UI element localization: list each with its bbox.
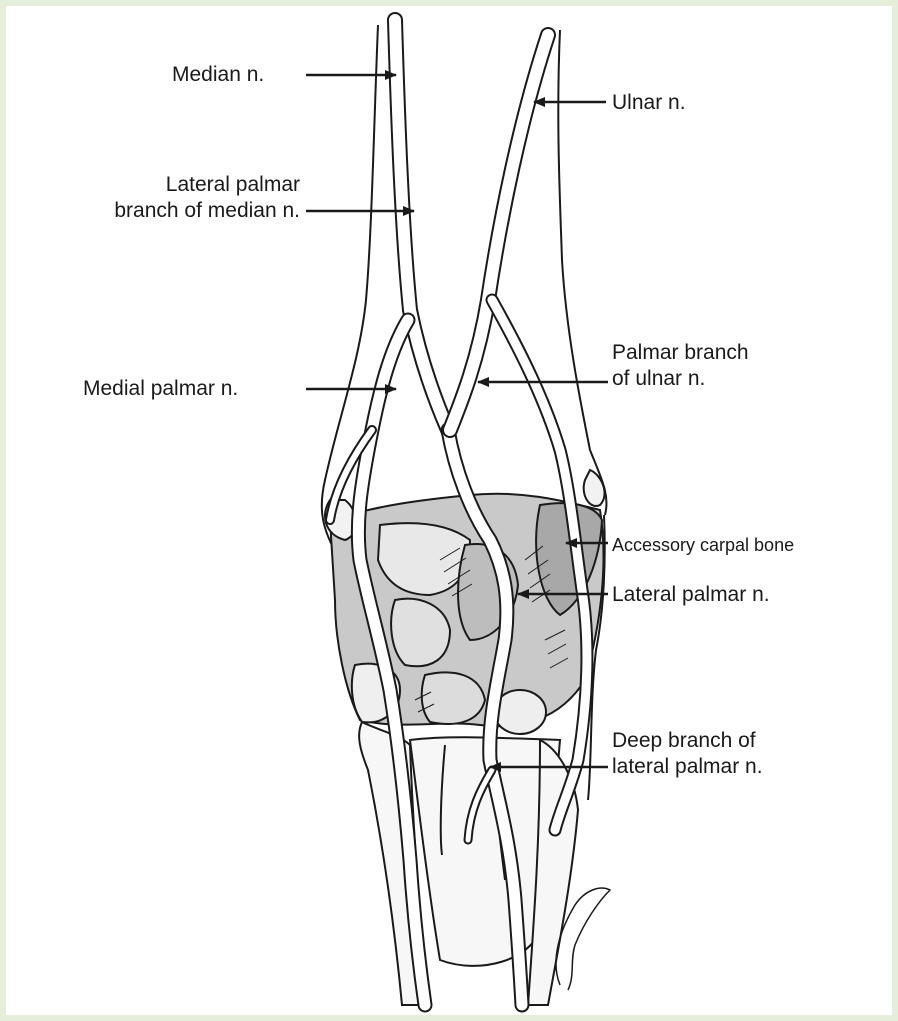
metacarpal-bones (359, 722, 578, 1005)
label-ulnar-n: Ulnar n. (612, 90, 686, 116)
label-deep-branch-lateral-palmar-line2: lateral palmar n. (612, 754, 763, 780)
label-median-n: Median n. (172, 62, 264, 88)
label-deep-branch-lateral-palmar: Deep branch of lateral palmar n. (612, 728, 763, 780)
figure-frame: Median n. Ulnar n. Lateral palmar branch… (6, 6, 892, 1015)
label-deep-branch-lateral-palmar-line1: Deep branch of (612, 728, 763, 754)
label-lateral-palmar-branch-median: Lateral palmar branch of median n. (114, 172, 300, 224)
label-lateral-palmar-n: Lateral palmar n. (612, 582, 770, 608)
label-medial-palmar-n: Medial palmar n. (83, 376, 238, 402)
label-accessory-carpal-bone: Accessory carpal bone (612, 532, 794, 558)
label-lateral-palmar-branch-median-line1: Lateral palmar (114, 172, 300, 198)
label-lateral-palmar-branch-median-line2: branch of median n. (114, 198, 300, 224)
carpal-nerve-illustration (6, 6, 892, 1015)
label-palmar-branch-ulnar-line1: Palmar branch (612, 340, 749, 366)
label-palmar-branch-ulnar-line2: of ulnar n. (612, 366, 749, 392)
label-palmar-branch-ulnar: Palmar branch of ulnar n. (612, 340, 749, 392)
